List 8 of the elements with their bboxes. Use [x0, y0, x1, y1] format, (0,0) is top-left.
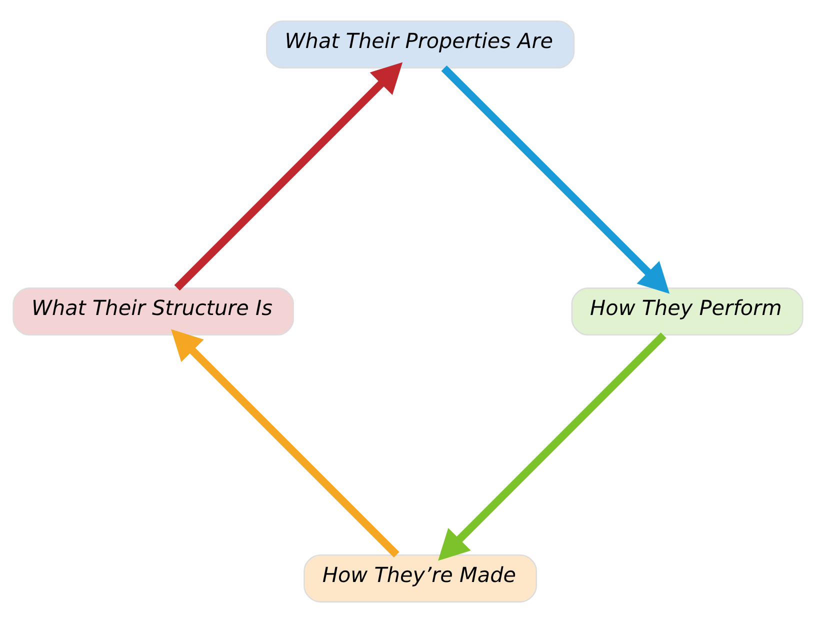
arrow — [438, 332, 666, 561]
arrow — [174, 62, 403, 291]
node-box: How They’re Made — [304, 554, 538, 602]
node-box: What Their Structure Is — [12, 288, 294, 336]
arrow — [171, 329, 400, 558]
node-box: How They Perform — [571, 288, 804, 336]
node-box: What Their Properties Are — [266, 20, 575, 69]
arrow — [441, 65, 670, 294]
